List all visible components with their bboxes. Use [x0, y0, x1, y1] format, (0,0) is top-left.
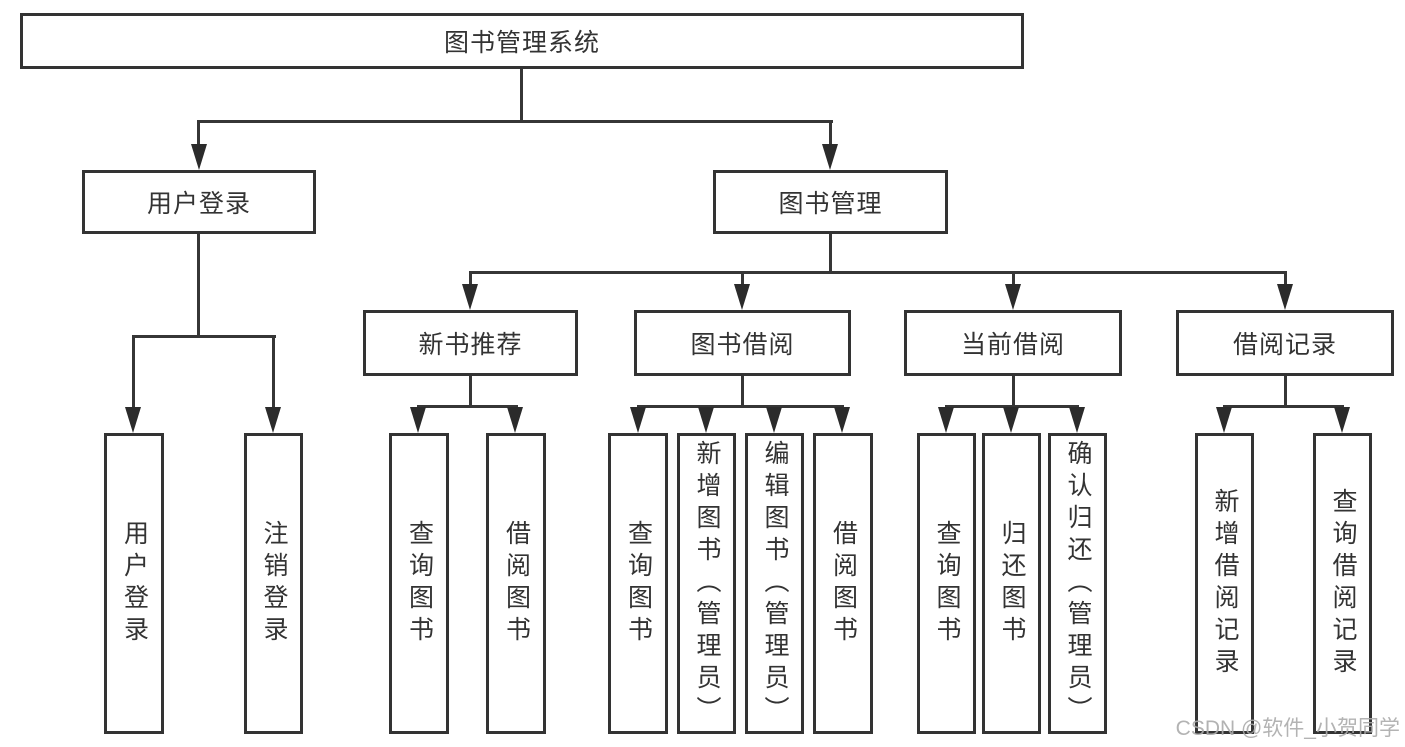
arrow-down-icon — [698, 407, 714, 433]
leaf-query-books-recommend: 查询图书 — [389, 433, 449, 734]
connector-line — [469, 376, 472, 408]
node-root-system: 图书管理系统 — [20, 13, 1024, 69]
connector-line — [197, 120, 833, 123]
connector-line — [637, 405, 844, 408]
connector-line — [1012, 273, 1015, 286]
leaf-query-books-borrowing: 查询图书 — [608, 433, 668, 734]
arrow-down-icon — [822, 144, 838, 170]
connector-line — [829, 234, 832, 274]
node-borrowing-records: 借阅记录 — [1176, 310, 1394, 376]
connector-line — [520, 69, 523, 121]
leaf-borrow-books: 借阅图书 — [813, 433, 873, 734]
arrow-down-icon — [507, 407, 523, 433]
leaf-user-login: 用户登录 — [104, 433, 164, 734]
arrow-down-icon — [734, 284, 750, 310]
connector-line — [1284, 273, 1287, 286]
connector-line — [1223, 405, 1344, 408]
arrow-down-icon — [834, 407, 850, 433]
connector-line — [197, 234, 200, 335]
arrow-down-icon — [1334, 407, 1350, 433]
leaf-query-borrow-record: 查询借阅记录 — [1313, 433, 1372, 734]
connector-line — [132, 335, 276, 338]
arrow-down-icon — [766, 407, 782, 433]
arrow-down-icon — [191, 144, 207, 170]
connector-line — [197, 122, 200, 145]
connector-line — [469, 271, 1287, 274]
connector-line — [1284, 376, 1287, 408]
connector-line — [469, 273, 472, 286]
watermark: CSDN @软件_小贺同学 — [1175, 717, 1400, 740]
node-new-book-recommend: 新书推荐 — [363, 310, 578, 376]
connector-line — [741, 273, 744, 286]
arrow-down-icon — [1277, 284, 1293, 310]
arrow-down-icon — [1005, 284, 1021, 310]
node-book-management: 图书管理 — [713, 170, 948, 234]
arrow-down-icon — [125, 407, 141, 433]
arrow-down-icon — [462, 284, 478, 310]
connector-line — [132, 337, 135, 407]
node-current-borrowing: 当前借阅 — [904, 310, 1122, 376]
leaf-query-books-current: 查询图书 — [917, 433, 976, 734]
arrow-down-icon — [1216, 407, 1232, 433]
connector-line — [945, 405, 1079, 408]
node-book-borrowing: 图书借阅 — [634, 310, 851, 376]
connector-line — [417, 405, 518, 408]
node-user-login: 用户登录 — [82, 170, 316, 234]
leaf-confirm-return-admin: 确认归还（管理员） — [1048, 433, 1107, 734]
leaf-add-books-admin: 新增图书（管理员） — [677, 433, 736, 734]
leaf-add-borrow-record: 新增借阅记录 — [1195, 433, 1254, 734]
arrow-down-icon — [410, 407, 426, 433]
arrow-down-icon — [938, 407, 954, 433]
connector-line — [272, 337, 275, 407]
arrow-down-icon — [630, 407, 646, 433]
connector-line — [829, 122, 832, 145]
arrow-down-icon — [1069, 407, 1085, 433]
leaf-logout: 注销登录 — [244, 433, 303, 734]
leaf-edit-books-admin: 编辑图书（管理员） — [745, 433, 804, 734]
leaf-borrow-books-recommend: 借阅图书 — [486, 433, 546, 734]
connector-line — [1012, 376, 1015, 408]
arrow-down-icon — [265, 407, 281, 433]
leaf-return-books: 归还图书 — [982, 433, 1041, 734]
arrow-down-icon — [1003, 407, 1019, 433]
connector-line — [741, 376, 744, 408]
